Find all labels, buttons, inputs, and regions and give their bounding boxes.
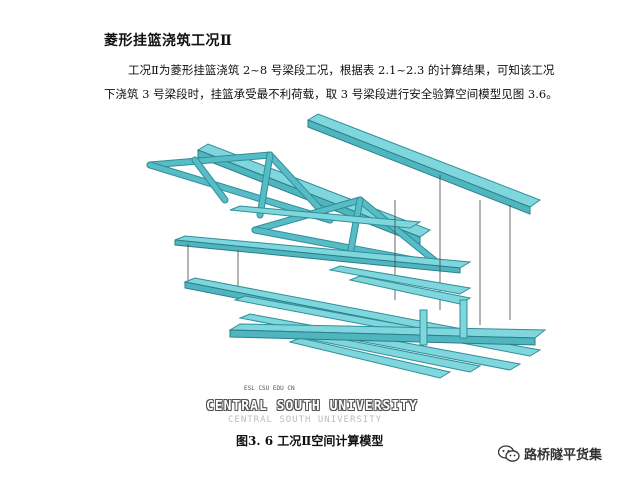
logo-reflection: CENTRAL SOUTH UNIVERSITY (228, 415, 383, 425)
transverse-beams (174, 205, 472, 274)
logo-title: CENTRAL SOUTH UNIVERSITY (206, 399, 418, 414)
front-post (419, 299, 468, 346)
paragraph-line-1: 工况Ⅱ为菱形挂篮浇筑 2~8 号梁段工况，根据表 2.1~2.3 的计算结果，可… (128, 63, 555, 77)
body-paragraph: 工况Ⅱ为菱形挂篮浇筑 2~8 号梁段工况，根据表 2.1~2.3 的计算结果，可… (104, 58, 594, 106)
paragraph-line-2: 下浇筑 3 号梁段时，挂篮承受最不利荷载，取 3 号梁段进行安全验算空间模型见图… (104, 87, 558, 101)
logo-url-text: ESL CSU EDU CN (244, 385, 295, 392)
watermark: 路桥隧平货集 (498, 444, 602, 463)
left-truss (146, 151, 334, 224)
watermark-text: 路桥隧平货集 (524, 448, 603, 463)
university-logo: ESL CSU EDU CN CENTRAL SOUTH UNIVERSITY … (200, 385, 440, 425)
section-heading: 菱形挂篮浇筑工况Ⅱ (104, 33, 233, 49)
wechat-icon (498, 444, 520, 462)
top-longitudinal-beams (196, 113, 542, 245)
figure-caption: 图3. 6 工况Ⅱ空间计算模型 (236, 434, 384, 448)
